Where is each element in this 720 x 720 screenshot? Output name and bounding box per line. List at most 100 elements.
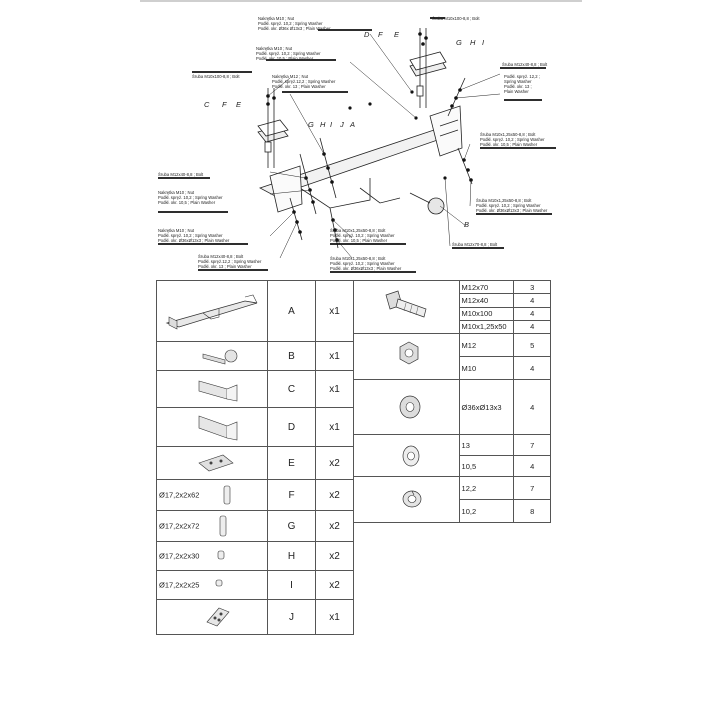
part-i-image-cell: Ø17,2x2x25 <box>156 570 268 600</box>
left-arm <box>269 165 303 213</box>
top-border <box>140 0 582 2</box>
callout-nut-m12-top: Nakrętka M12 ; Nut Podkł. spręż.12,2 ; S… <box>272 74 336 89</box>
callout-top-bolt: Šruba M10x100-8,8 ; Bolt <box>432 16 480 21</box>
part-i-qty: x2 <box>315 570 354 600</box>
diagram-letter-h-right: H <box>470 38 476 47</box>
callout-bolt-left-low: Šruba M12x40-8,8 ; Bolt Podkł. spręż.12,… <box>198 254 262 269</box>
part-b-image-cell <box>156 341 268 371</box>
plain-washer-icon <box>402 445 420 467</box>
socket-plate-icon <box>206 607 230 627</box>
diagram-letter-b: B <box>464 220 470 229</box>
part-c-image-cell <box>156 370 268 408</box>
callout-nut-left-top: Nakrętka M10 ; Nut Podkł. spręż. 10,2 ; … <box>256 46 321 61</box>
sleeve-icon <box>215 579 223 587</box>
callout-bolt-left-mid: Šruba M12x40-8,8 ; Bolt <box>158 172 204 177</box>
qty-m10x100: 4 <box>513 306 551 321</box>
spring-washer-image-cell <box>353 476 460 523</box>
qty-m12x70: 3 <box>513 279 551 295</box>
spec-m12x40: M12x40 <box>458 293 515 308</box>
part-e-image-cell <box>156 446 268 480</box>
qty-m12-nut: 5 <box>513 333 551 357</box>
parts-row-i: Ø17,2x2x25 I x2 <box>156 570 354 600</box>
qty-13-washer: 7 <box>513 434 551 456</box>
qty-m10-nut: 4 <box>513 356 551 380</box>
bolt-image-cell <box>353 280 460 334</box>
sleeve-icon <box>217 550 225 560</box>
hardware-table: M12x70 3 M12x40 4 M10x100 4 M10x1,25x50 … <box>353 279 551 523</box>
part-i-letter: I <box>267 570 316 600</box>
diagram-letter-f-left: F <box>222 100 227 109</box>
large-washer-icon <box>399 395 421 419</box>
part-d-letter: D <box>267 407 316 447</box>
nut-image-cell <box>353 333 460 380</box>
part-f-dimension: Ø17,2x2x62 <box>159 490 200 500</box>
towbar-crossbar-icon <box>165 294 258 330</box>
qty-m12x40: 4 <box>513 293 551 308</box>
diagram-letter-i-right: I <box>482 38 485 47</box>
parts-row-a: A x1 <box>156 280 354 342</box>
callout-nut-left-low: Nakrętka M10 ; Nut Podkł. spręż. 10,2 ; … <box>158 228 230 243</box>
left-bracket-icon <box>198 380 238 402</box>
parts-row-j: J x1 <box>156 599 354 635</box>
part-f-letter: F <box>267 479 316 511</box>
parts-row-d: D x1 <box>156 407 354 447</box>
spec-36x13x3: Ø36xØ13x3 <box>458 379 515 435</box>
diagram-letter-a-center: A <box>350 120 356 129</box>
spec-m12x70: M12x70 <box>458 279 515 295</box>
part-b-letter: B <box>267 341 316 371</box>
part-i-dimension: Ø17,2x2x25 <box>159 580 200 590</box>
part-c-letter: C <box>267 370 316 408</box>
callout-nut-top: Nakrętka M10 ; Nut Podkł. spręż. 10,2 ; … <box>258 16 331 31</box>
callout-bolt-right-top: Šruba M12x40-8,8 ; Bolt <box>502 62 548 67</box>
diagram-letter-i-center: I <box>330 120 333 129</box>
callout-bolt-left-top: Šruba M10x100-8,8 ; Bolt <box>192 74 240 79</box>
part-b-qty: x1 <box>315 341 354 371</box>
sleeve-icon <box>219 515 227 537</box>
part-e-letter: E <box>267 446 316 480</box>
diagram-letter-c: C <box>204 100 210 109</box>
assembly-drawing <box>158 17 556 273</box>
part-f-image-cell: Ø17,2x2x62 <box>156 479 268 511</box>
qty-10-2-spring: 8 <box>513 499 551 523</box>
callout-spring-right: Podkł. spręż. 12,2 ; Spring Washer Podkł… <box>504 74 540 94</box>
callout-bolt-center-low1: Šruba M10x1,25x50-8,8 ; Bolt Podkł. sprę… <box>330 228 395 243</box>
sleeve-icon <box>223 485 231 505</box>
qty-10-5-washer: 4 <box>513 455 551 477</box>
nut-icon <box>399 341 419 365</box>
qty-36x13x3: 4 <box>513 379 551 435</box>
parts-table: A x1 B x1 C x1 D x1 <box>156 280 354 635</box>
diagram-letter-g-right: G <box>456 38 462 47</box>
hardware-row-bolt-4: M10x1,25x50 4 <box>354 319 551 335</box>
tow-ball-icon <box>202 349 238 365</box>
parts-row-f: Ø17,2x2x62 F x2 <box>156 479 354 511</box>
part-h-letter: H <box>267 541 316 571</box>
parts-row-e: E x2 <box>156 446 354 480</box>
part-d-qty: x1 <box>315 407 354 447</box>
callout-bolt-m12x70: Šruba M12x70-8,8 ; Bolt <box>452 242 498 247</box>
large-washer-image-cell <box>353 379 460 435</box>
part-h-dimension: Ø17,2x2x30 <box>159 551 200 561</box>
qty-12-2-spring: 7 <box>513 476 551 500</box>
exploded-assembly-diagram: Šruba M10x100-8,8 ; Bolt Nakrętka M10 ; … <box>140 8 580 280</box>
part-j-qty: x1 <box>315 599 354 635</box>
qty-m10x1-25x50: 4 <box>513 319 551 335</box>
hardware-row-plain-washer-1: 13 7 <box>353 434 551 477</box>
right-bracket-icon <box>198 415 238 441</box>
parts-row-b: B x1 <box>156 341 354 371</box>
callout-bolt-center-low2: Šruba M10x1,25x50-8,8 ; Bolt Podkł. sprę… <box>330 256 402 271</box>
part-a-image-cell <box>156 280 268 342</box>
part-g-letter: G <box>267 510 316 542</box>
callout-nut-left-mid: Nakrętka M10 ; Nut Podkł. spręż. 10,2 ; … <box>158 190 223 205</box>
tow-ball-part <box>427 197 445 215</box>
callout-bolt-right-low: Šruba M10x1,25x50-8,8 ; Bolt Podkł. sprę… <box>476 198 548 213</box>
part-e-qty: x2 <box>315 446 354 480</box>
part-j-letter: J <box>267 599 316 635</box>
parts-row-h: Ø17,2x2x30 H x2 <box>156 541 354 571</box>
spec-m12-nut: M12 <box>458 333 515 357</box>
hardware-row-spring-washer-2: 10,2 8 <box>354 499 551 523</box>
diagram-letter-e-top: E <box>394 30 400 39</box>
spec-m10x1-25x50: M10x1,25x50 <box>458 319 515 335</box>
part-j-image-cell <box>156 599 268 635</box>
spec-13-washer: 13 <box>458 434 515 456</box>
part-c-qty: x1 <box>315 370 354 408</box>
